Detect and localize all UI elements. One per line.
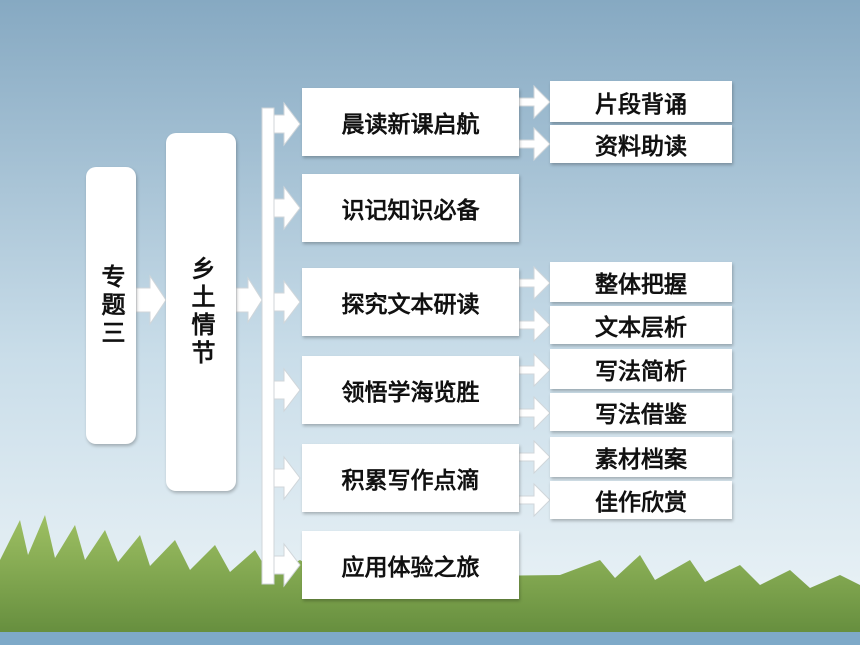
arrow-section-5 (273, 455, 301, 501)
arrow-section-3 (273, 279, 301, 325)
sub-box-3b: 文本层析 (550, 306, 732, 344)
section-label: 探究文本研读 (341, 292, 480, 318)
bracket-bar (261, 107, 275, 585)
sub-label: 文本层析 (595, 315, 687, 341)
arrow-topic-bracket (235, 276, 263, 324)
sub-label: 片段背诵 (595, 91, 687, 118)
section-label: 积累写作点滴 (341, 468, 480, 494)
sub-label: 写法简析 (595, 359, 687, 385)
section-label: 识记知识必备 (341, 198, 480, 224)
arrow-section-1 (273, 101, 301, 147)
arrow-sub-3b (518, 307, 551, 343)
arrow-sub-4b (518, 395, 551, 431)
root-label: 专题三 (97, 263, 125, 348)
sub-box-4a: 写法简析 (550, 349, 732, 389)
sub-box-1b: 资料助读 (550, 125, 732, 163)
sub-box-5a: 素材档案 (550, 437, 732, 477)
sub-box-4b: 写法借鉴 (550, 393, 732, 431)
section-box-3: 探究文本研读 (302, 268, 519, 336)
section-box-4: 领悟学海览胜 (302, 356, 519, 424)
section-box-6: 应用体验之旅 (302, 531, 519, 599)
section-label: 晨读新课启航 (341, 112, 480, 138)
sub-box-1a: 片段背诵 (550, 81, 732, 122)
sub-box-5b: 佳作欣赏 (550, 481, 732, 519)
root-box: 专题三 (86, 167, 136, 444)
sub-label: 整体把握 (595, 272, 687, 298)
topic-box: 乡土情节 (166, 133, 236, 491)
arrow-sub-5b (518, 482, 551, 518)
arrow-sub-1b (518, 126, 551, 162)
arrow-section-2 (273, 185, 301, 231)
sub-box-3a: 整体把握 (550, 262, 732, 302)
section-box-1: 晨读新课启航 (302, 88, 519, 156)
arrow-section-6 (273, 542, 301, 588)
sub-label: 佳作欣赏 (595, 490, 687, 516)
sub-label: 写法借鉴 (595, 402, 687, 428)
arrow-sub-1a (518, 84, 551, 120)
arrow-section-4 (273, 367, 301, 413)
section-label: 应用体验之旅 (341, 555, 480, 581)
section-box-5: 积累写作点滴 (302, 444, 519, 512)
topic-label: 乡土情节 (187, 256, 215, 368)
section-box-2: 识记知识必备 (302, 174, 519, 242)
arrow-root-topic (135, 274, 167, 326)
section-label: 领悟学海览胜 (341, 380, 480, 406)
arrow-sub-3a (518, 265, 551, 301)
sub-label: 资料助读 (595, 134, 687, 160)
sub-label: 素材档案 (595, 447, 687, 473)
arrow-sub-4a (518, 352, 551, 388)
arrow-sub-5a (518, 439, 551, 475)
